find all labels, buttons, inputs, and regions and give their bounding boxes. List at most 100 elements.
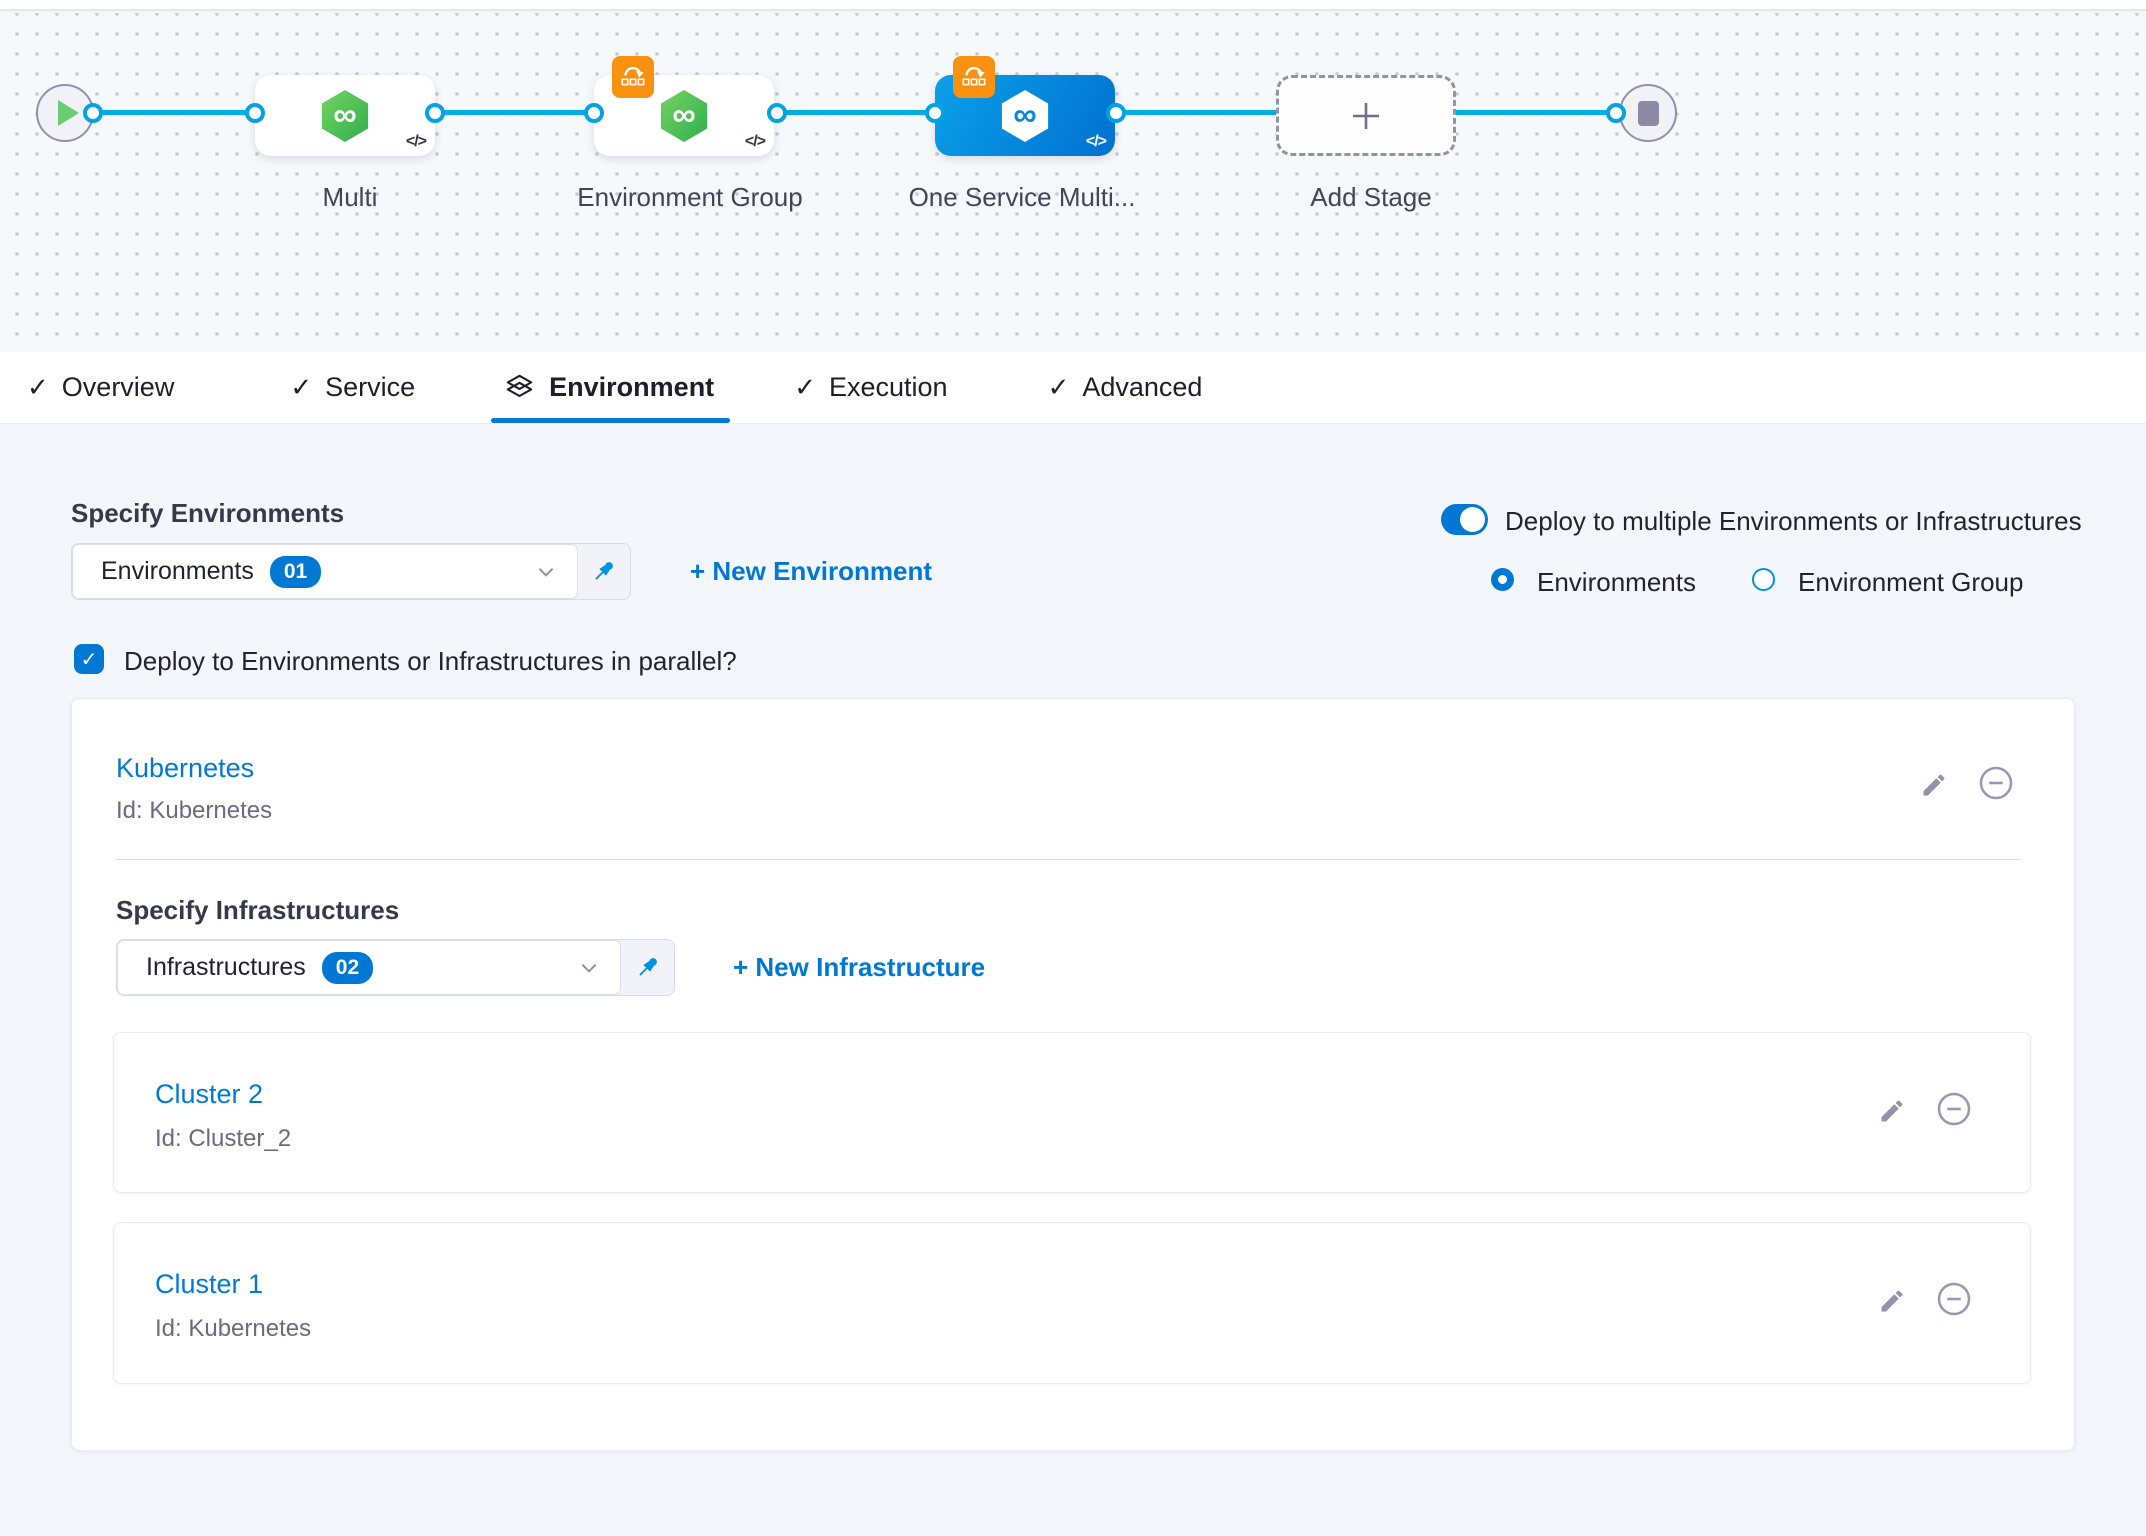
connector-point xyxy=(1606,103,1626,123)
check-icon: ✓ xyxy=(81,647,98,672)
environments-dropdown[interactable]: Environments 01 xyxy=(71,543,631,600)
environment-card-kubernetes: Kubernetes Id: Kubernetes Specify Infras… xyxy=(71,698,2075,1451)
harness-stage-icon: ∞ xyxy=(999,88,1051,144)
specify-environments-heading: Specify Environments xyxy=(71,498,344,529)
code-badge: </> xyxy=(1086,133,1106,151)
new-infrastructure-link[interactable]: + New Infrastructure xyxy=(733,952,985,983)
rolling-deploy-badge xyxy=(953,56,995,98)
stage-node-one-service-multi[interactable]: ∞ </> xyxy=(935,75,1115,156)
chevron-down-icon xyxy=(580,962,598,973)
connector-point xyxy=(584,103,604,123)
check-icon: ✓ xyxy=(290,372,312,403)
code-badge: </> xyxy=(745,133,765,151)
connector-point xyxy=(767,103,787,123)
radio-environments-label: Environments xyxy=(1537,567,1696,598)
stage-label-multi: Multi xyxy=(235,176,465,218)
tab-label: Service xyxy=(325,372,415,403)
tab-advanced[interactable]: ✓ Advanced xyxy=(1048,352,1203,423)
tab-label: Overview xyxy=(62,372,175,403)
rolling-deploy-badge xyxy=(612,56,654,98)
environment-icon xyxy=(503,371,536,404)
radio-environment-group[interactable] xyxy=(1752,568,1775,591)
connector-point xyxy=(1106,103,1126,123)
radio-environments[interactable] xyxy=(1491,568,1514,591)
environments-dropdown-value: Environments xyxy=(101,557,254,586)
environment-name-link[interactable]: Kubernetes xyxy=(116,753,254,784)
edit-environment-button[interactable] xyxy=(1920,771,1948,799)
connector-point xyxy=(925,103,945,123)
environments-dropdown-field[interactable]: Environments 01 xyxy=(72,544,578,599)
tab-label: Environment xyxy=(549,372,714,403)
rolling-deploy-icon xyxy=(958,61,990,93)
stage-label-environment-group: Environment Group xyxy=(575,176,805,218)
multi-environment-toggle-label: Deploy to multiple Environments or Infra… xyxy=(1505,506,2082,537)
specify-infrastructures-heading: Specify Infrastructures xyxy=(116,895,399,926)
stop-icon xyxy=(1638,101,1659,126)
remove-environment-button[interactable] xyxy=(1978,765,2014,801)
infrastructure-id-text: Id: Kubernetes xyxy=(155,1315,311,1343)
svg-text:∞: ∞ xyxy=(333,95,356,132)
connector-point xyxy=(83,103,103,123)
play-icon xyxy=(58,100,79,126)
infrastructure-card-cluster-1: Cluster 1 Id: Kubernetes xyxy=(113,1222,2031,1384)
pin-icon xyxy=(590,558,617,585)
card-divider xyxy=(116,859,2021,860)
tab-service[interactable]: ✓ Service xyxy=(290,352,415,423)
infrastructure-name-link[interactable]: Cluster 1 xyxy=(155,1269,263,1300)
connector-point xyxy=(245,103,265,123)
stage-label-one-service-multi: One Service Multi... xyxy=(907,176,1137,218)
pipeline-end-node[interactable] xyxy=(1619,84,1677,142)
check-icon: ✓ xyxy=(27,372,49,403)
check-icon: ✓ xyxy=(1048,372,1070,403)
svg-text:∞: ∞ xyxy=(1013,95,1036,132)
stage-node-multi[interactable]: ∞ </> xyxy=(255,75,435,156)
pin-environments-button[interactable] xyxy=(576,544,630,599)
infrastructure-card-cluster-2: Cluster 2 Id: Cluster_2 xyxy=(113,1032,2031,1193)
pin-icon xyxy=(634,954,661,981)
add-stage-button[interactable] xyxy=(1276,75,1456,156)
infrastructures-count-badge: 02 xyxy=(322,952,373,984)
infrastructures-dropdown-field[interactable]: Infrastructures 02 xyxy=(117,940,621,995)
minus-circle-icon xyxy=(1978,765,2014,801)
tab-execution[interactable]: ✓ Execution xyxy=(794,352,947,423)
minus-circle-icon xyxy=(1936,1281,1972,1317)
edit-infrastructure-button[interactable] xyxy=(1878,1287,1906,1315)
minus-circle-icon xyxy=(1936,1091,1972,1127)
pipeline-canvas: ∞ </> Multi ∞ </> xyxy=(0,13,2146,352)
rolling-deploy-icon xyxy=(617,61,649,93)
pencil-icon xyxy=(1878,1097,1906,1125)
environments-count-badge: 01 xyxy=(270,556,321,588)
edit-infrastructure-button[interactable] xyxy=(1878,1097,1906,1125)
infrastructure-id-text: Id: Cluster_2 xyxy=(155,1125,291,1153)
tab-label: Execution xyxy=(829,372,948,403)
deploy-parallel-label: Deploy to Environments or Infrastructure… xyxy=(124,646,737,677)
svg-text:∞: ∞ xyxy=(672,95,695,132)
environment-tab-content: Specify Environments Environments 01 xyxy=(0,424,2146,1536)
deploy-parallel-checkbox[interactable]: ✓ xyxy=(74,644,104,674)
infrastructure-name-link[interactable]: Cluster 2 xyxy=(155,1079,263,1110)
tab-overview[interactable]: ✓ Overview xyxy=(27,352,174,423)
infrastructures-dropdown[interactable]: Infrastructures 02 xyxy=(116,939,675,996)
multi-environment-toggle[interactable] xyxy=(1441,504,1488,535)
stage-node-environment-group[interactable]: ∞ </> xyxy=(594,75,774,156)
top-border-strip xyxy=(0,0,2146,11)
tab-environment[interactable]: Environment xyxy=(503,352,714,423)
pencil-icon xyxy=(1878,1287,1906,1315)
stage-tab-bar: ✓ Overview ✓ Service Environment ✓ Execu… xyxy=(0,352,2146,424)
harness-stage-icon: ∞ xyxy=(658,88,710,144)
check-icon: ✓ xyxy=(794,372,816,403)
new-environment-link[interactable]: + New Environment xyxy=(690,556,932,587)
harness-stage-icon: ∞ xyxy=(319,88,371,144)
pin-infrastructures-button[interactable] xyxy=(620,940,674,995)
infrastructures-dropdown-value: Infrastructures xyxy=(146,953,306,982)
remove-infrastructure-button[interactable] xyxy=(1936,1091,1972,1127)
pencil-icon xyxy=(1920,771,1948,799)
connector-point xyxy=(425,103,445,123)
add-stage-label: Add Stage xyxy=(1256,176,1486,218)
remove-infrastructure-button[interactable] xyxy=(1936,1281,1972,1317)
toggle-knob xyxy=(1460,507,1485,532)
environment-id-text: Id: Kubernetes xyxy=(116,797,272,825)
code-badge: </> xyxy=(406,133,426,151)
chevron-down-icon xyxy=(537,566,555,577)
